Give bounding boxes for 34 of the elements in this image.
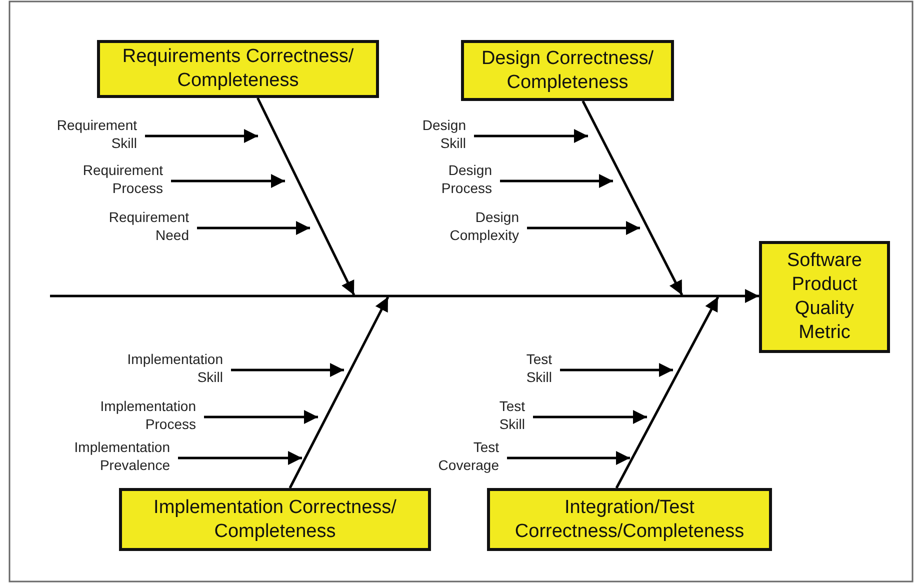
arrow <box>507 451 630 465</box>
cause-label: Design Process <box>441 161 492 197</box>
arrow <box>204 410 318 424</box>
cause-label: Test Coverage <box>438 438 499 474</box>
cause-label: Implementation Process <box>100 397 196 433</box>
arrow <box>527 221 640 235</box>
effect-box: Software Product Quality Metric <box>759 241 890 353</box>
category-box: Design Correctness/ Completeness <box>461 40 674 101</box>
arrow <box>171 174 285 188</box>
arrow <box>145 129 258 143</box>
cause-label: Implementation Prevalence <box>74 438 170 474</box>
arrow <box>256 97 356 296</box>
cause-label: Design Complexity <box>450 208 519 244</box>
arrow <box>560 363 673 377</box>
arrow <box>500 174 613 188</box>
arrow <box>288 296 390 489</box>
arrow <box>474 129 588 143</box>
arrow <box>533 410 647 424</box>
category-box: Implementation Correctness/ Completeness <box>119 488 431 551</box>
cause-label: Requirement Need <box>108 208 189 244</box>
arrow <box>50 289 759 303</box>
cause-label: Design Skill <box>422 116 466 152</box>
category-box: Requirements Correctness/ Completeness <box>97 40 379 98</box>
arrow <box>197 221 310 235</box>
category-box: Integration/Test Correctness/Completeness <box>487 488 772 551</box>
arrow <box>231 363 344 377</box>
cause-label: Test Skill <box>526 350 552 386</box>
arrow <box>615 296 720 489</box>
cause-label: Requirement Process <box>82 161 163 197</box>
cause-label: Implementation Skill <box>127 350 223 386</box>
arrow <box>178 451 302 465</box>
arrow <box>582 100 684 296</box>
cause-label: Test Skill <box>499 397 525 433</box>
cause-label: Requirement Skill <box>56 116 137 152</box>
